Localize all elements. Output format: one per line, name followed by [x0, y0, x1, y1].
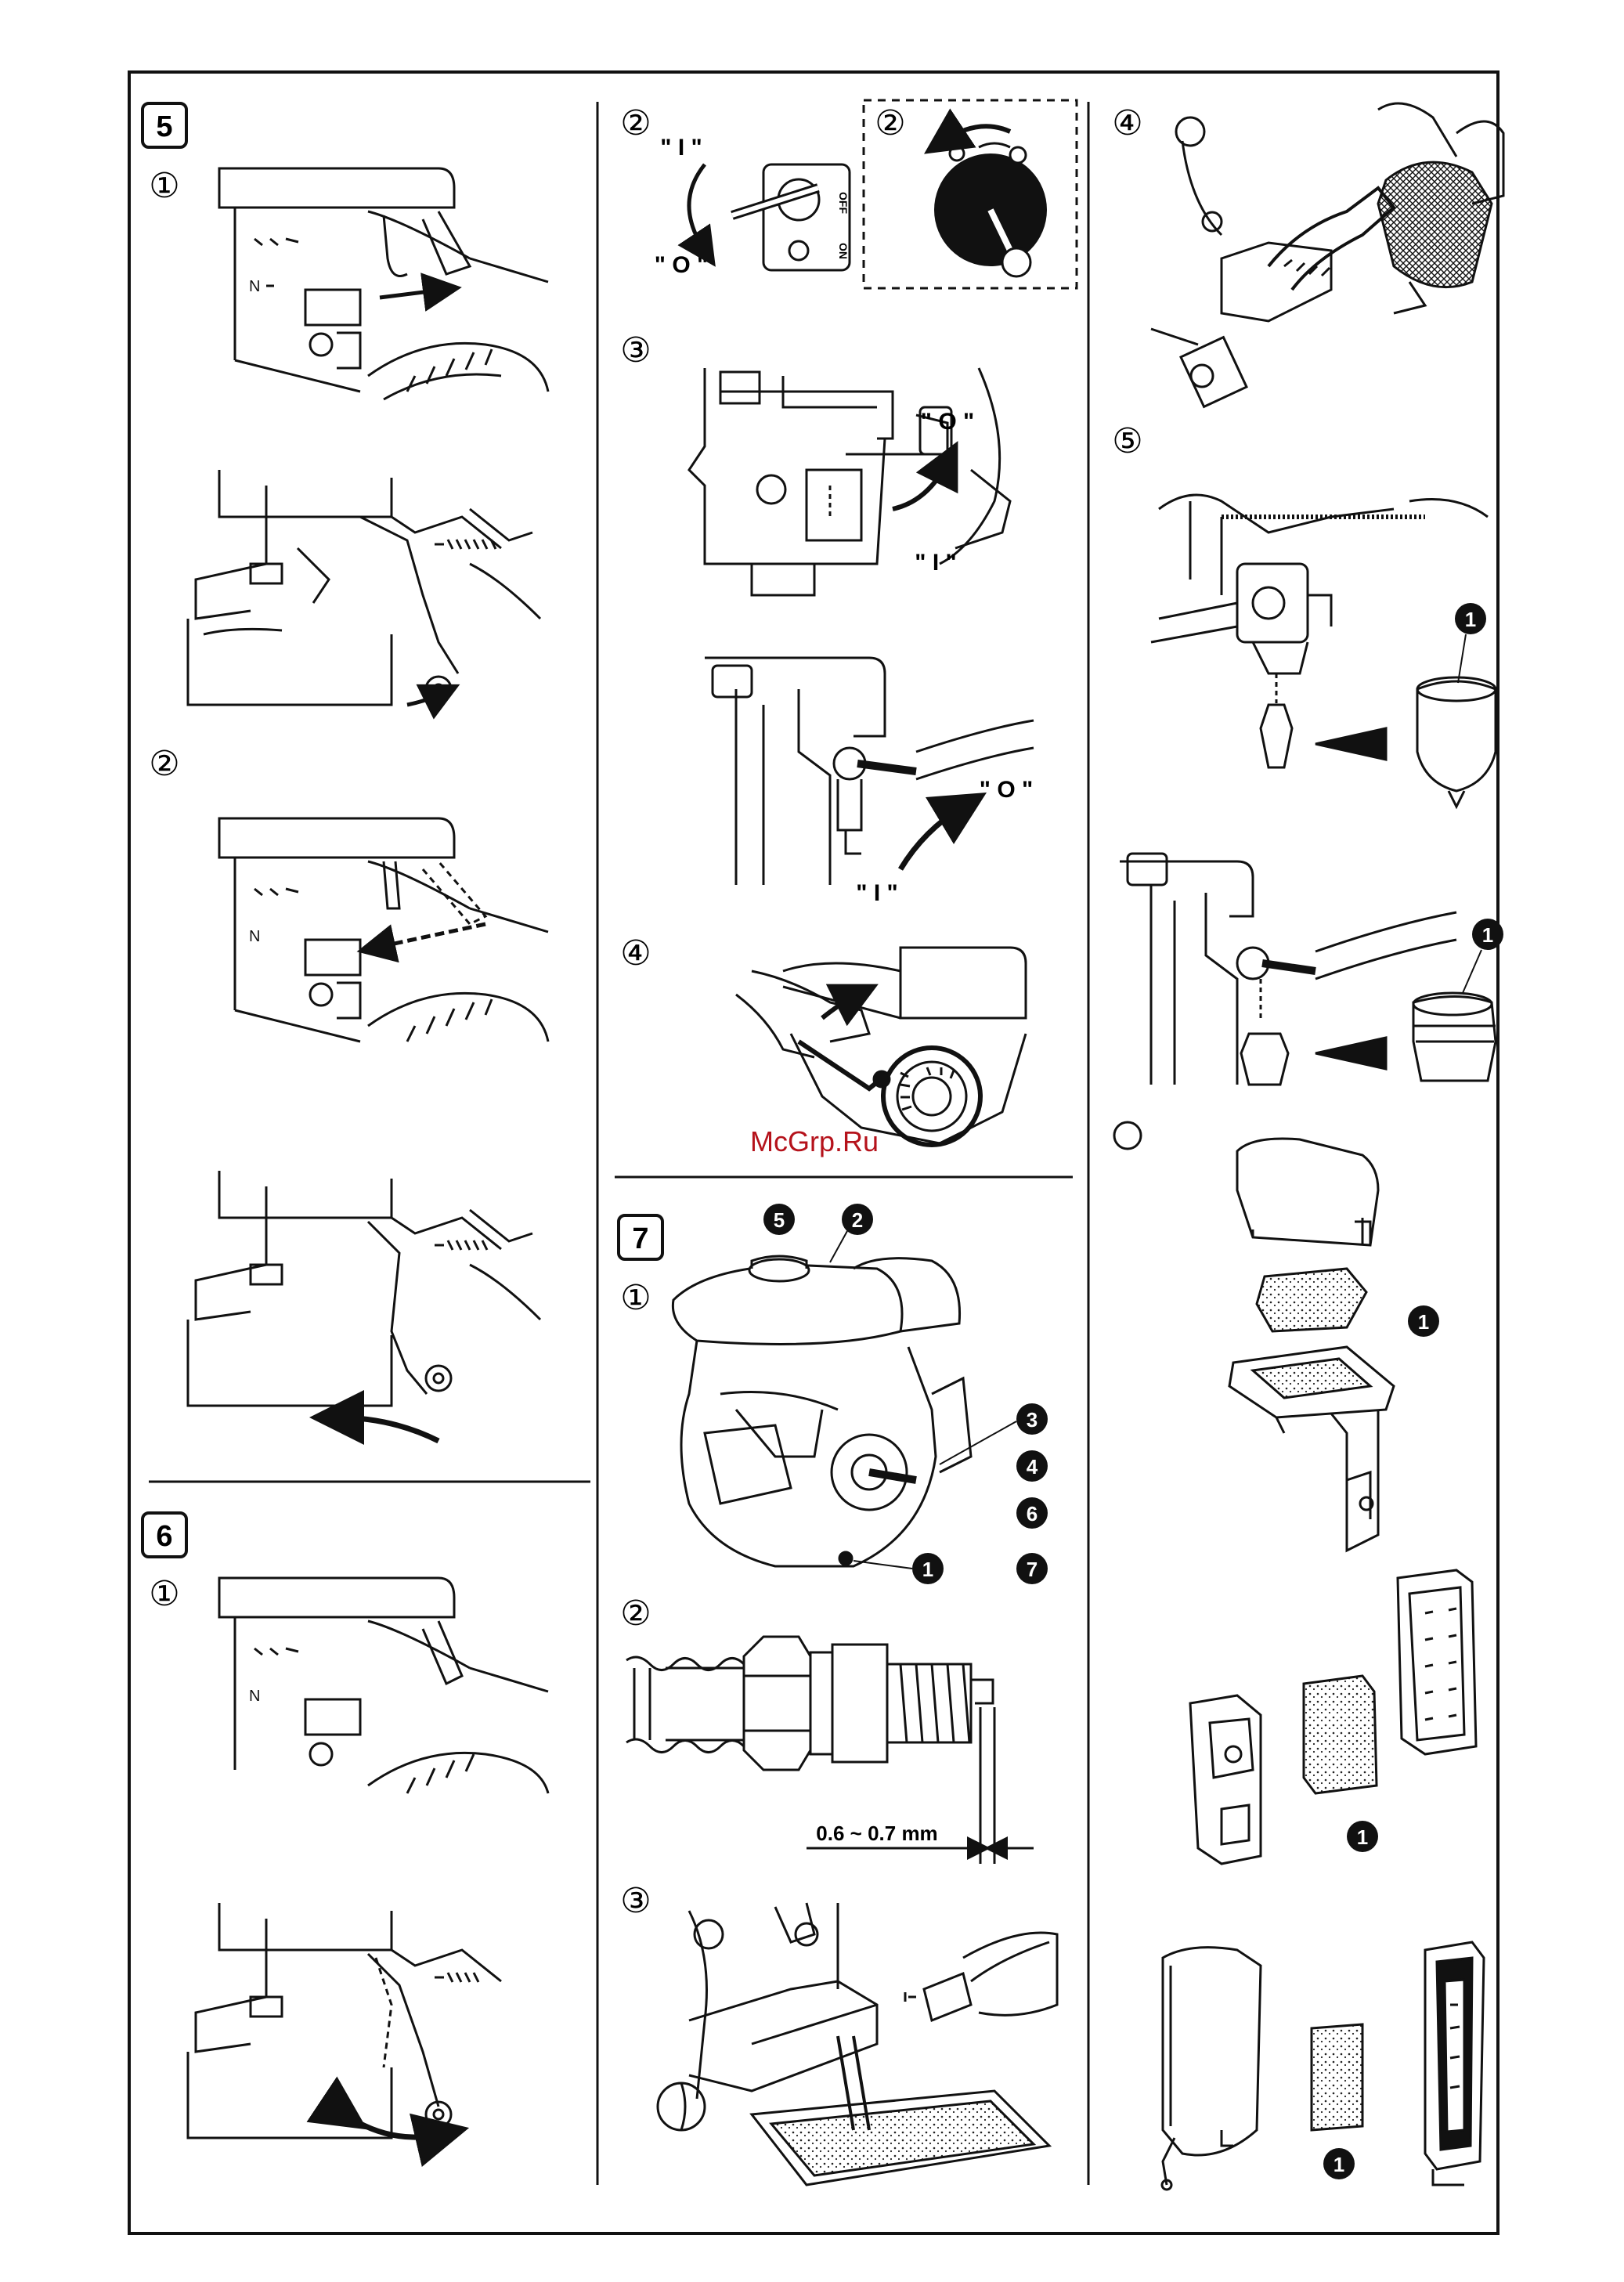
air-filter-fig1 — [1229, 1139, 1394, 1551]
engine-switch-panel — [732, 164, 850, 270]
right-column: ④ ⑤ — [1112, 103, 1503, 2190]
callout-4: 4 — [1027, 1455, 1038, 1479]
svg-text:N: N — [249, 278, 260, 295]
callout-1: 1 — [922, 1558, 933, 1581]
s5-fig3-throttle-top: N — [219, 818, 548, 1042]
s6-step1-label: ① — [149, 1575, 179, 1613]
s5-step2-label: ② — [149, 745, 179, 783]
svg-text:N: N — [249, 928, 260, 945]
engine-overview-fig — [673, 1256, 971, 1566]
s7-step3-label: ③ — [620, 1882, 651, 1920]
right-step4-label: ④ — [1112, 104, 1142, 143]
fuel-bowl-fig1 — [1151, 495, 1496, 807]
oil-drain-fig — [658, 1903, 1057, 2185]
s5-fig1-throttle-top: N — [219, 168, 548, 399]
section-6: 6 ① N — [143, 1513, 548, 2138]
section-5: 5 ① N — [143, 103, 548, 1441]
callout-cup-1: 1 — [1482, 923, 1493, 947]
section-7-label: 7 — [632, 1222, 648, 1255]
switch-arrow-1 — [689, 164, 705, 251]
s5-fig2-governor — [188, 470, 540, 705]
switch-on-label-1: " I " — [660, 135, 702, 161]
mid-step3-label: ③ — [620, 331, 651, 370]
rotary-switch-icon — [934, 126, 1047, 276]
section-5-label: 5 — [156, 110, 172, 143]
right-step-blank-circle — [1114, 1122, 1141, 1149]
switch-off-label-1: " O " — [655, 252, 708, 278]
callout-filter-2: 1 — [1357, 1825, 1368, 1849]
callout-5: 5 — [774, 1208, 785, 1232]
callout-filter-1: 1 — [1418, 1310, 1429, 1334]
middle-column: ② " I " " O " OFF ON ② ③ — [620, 100, 1077, 1157]
fuel-valve-fig1 — [689, 368, 1010, 595]
s6-fig2-governor — [188, 1903, 501, 2138]
right-step5-label: ⑤ — [1112, 422, 1142, 460]
section-6-label: 6 — [156, 1520, 172, 1553]
callout-filter-3: 1 — [1333, 2153, 1344, 2176]
mid-step2a-label: ② — [620, 104, 651, 143]
mid-step4-label: ④ — [620, 934, 651, 973]
s7-step2-label: ② — [620, 1594, 651, 1633]
air-filter-fig2 — [1190, 1570, 1476, 1864]
section-7: 7 ① 5 2 3 4 — [619, 1204, 1057, 2185]
s7-step1-label: ① — [620, 1279, 651, 1317]
s5-fig4-governor — [188, 1171, 540, 1441]
valve-off-label-2: " O " — [980, 777, 1033, 803]
fuel-bowl-fig2 — [1120, 854, 1496, 1085]
s6-fig1-throttle-top: N — [219, 1578, 548, 1793]
valve-off-label-1: " O " — [921, 409, 974, 435]
watermark: McGrp.Ru — [750, 1125, 879, 1157]
spark-gap-label: 0.6 ~ 0.7 mm — [816, 1822, 937, 1845]
switch-panel-off: OFF — [837, 192, 850, 214]
callout-3: 3 — [1027, 1408, 1038, 1432]
callout-bowl-1: 1 — [1465, 608, 1476, 631]
valve-on-label-1: " I " — [915, 550, 956, 576]
recoil-start-fig — [736, 948, 1026, 1145]
callout-7: 7 — [1027, 1558, 1038, 1581]
oil-fill-fig — [1151, 103, 1503, 406]
valve-on-label-2: " I " — [856, 880, 897, 906]
s5-step1-label: ① — [149, 167, 179, 205]
air-filter-fig3 — [1162, 1942, 1484, 2190]
mid-step2b-label: ② — [875, 104, 905, 143]
svg-text:N: N — [249, 1688, 260, 1705]
callout-2: 2 — [852, 1208, 863, 1232]
switch-panel-on: ON — [837, 243, 850, 259]
callout-6: 6 — [1027, 1502, 1038, 1526]
fuel-valve-fig2 — [705, 658, 1034, 885]
